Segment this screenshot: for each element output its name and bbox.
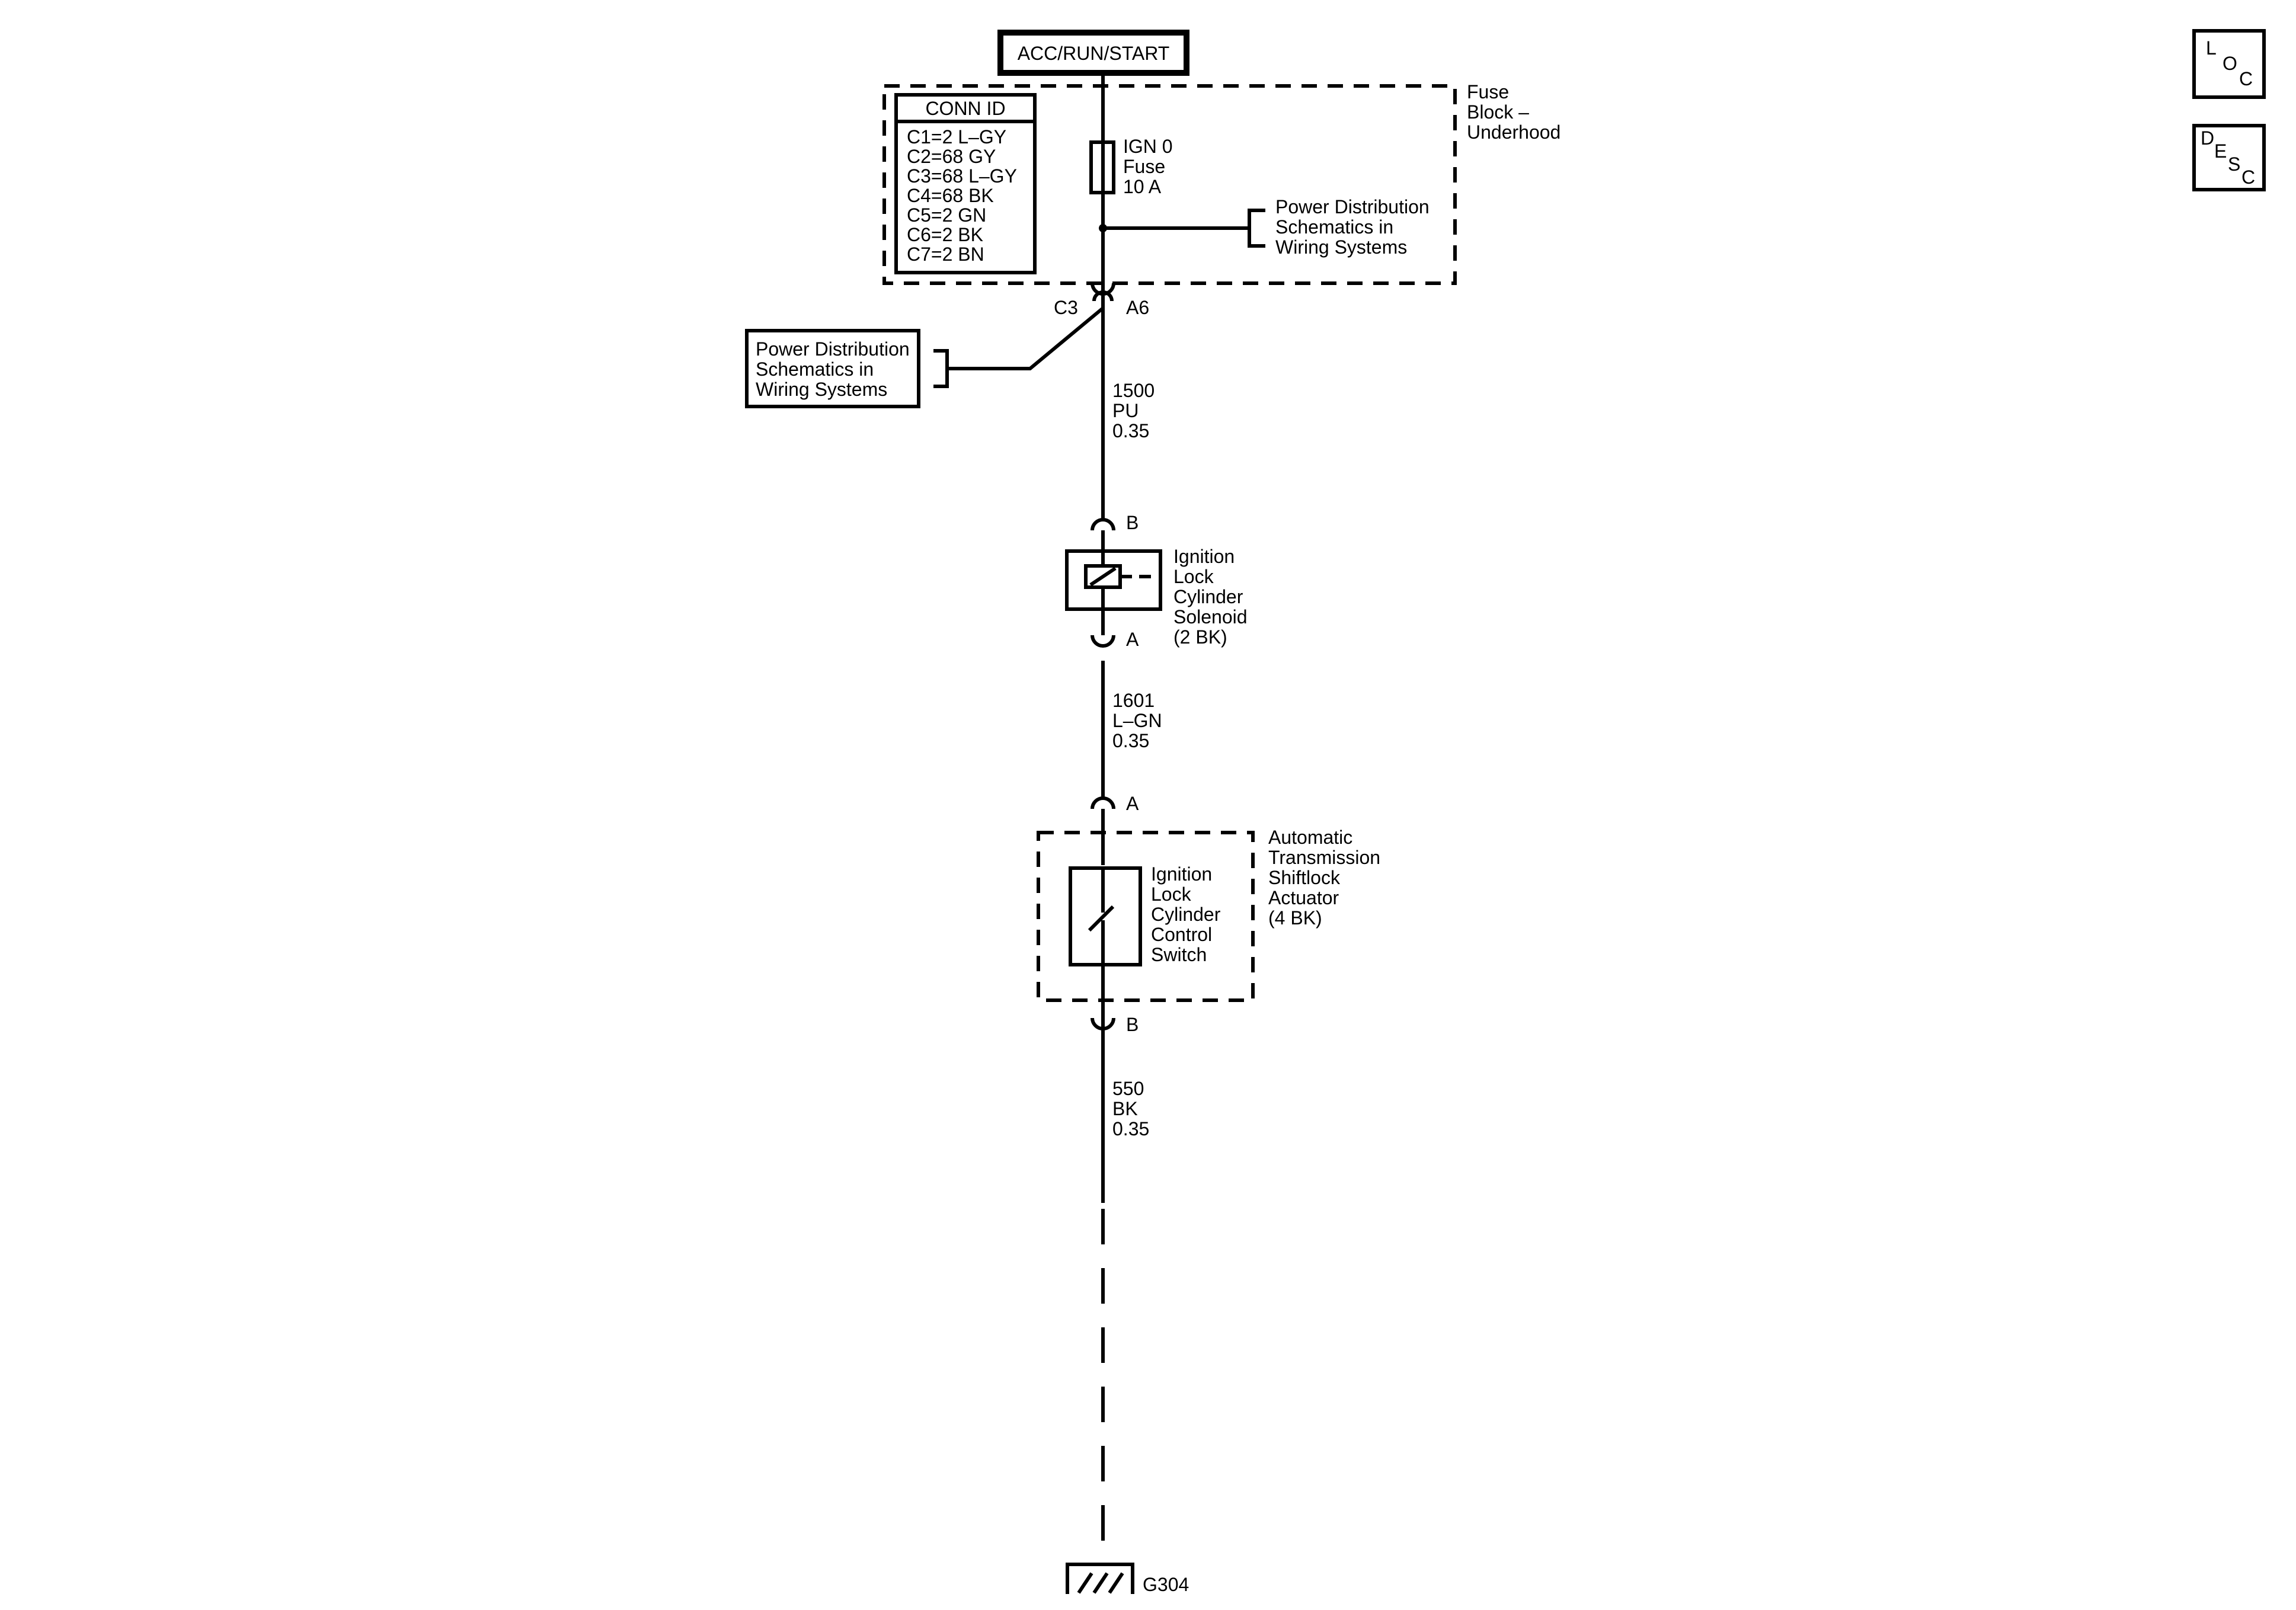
actuator-pin-a: A [1126,793,1139,814]
connector-c3-label: C3 [1054,297,1078,318]
solenoid-label: Ignition Lock Cylinder Solenoid (2 BK) [1173,546,1252,648]
actuator-connector-a: A [1091,793,1139,830]
left-ref-label: Power Distribution Schematics in Wiring … [756,338,915,400]
conn-id-rows: C1=2 L–GY C2=68 GY C3=68 L–GY C4=68 BK C… [907,126,1022,265]
fuse-block-ref-label: Power Distribution Schematics in Wiring … [1275,196,1435,258]
svg-text:C: C [2239,68,2253,89]
shiftlock-actuator: Automatic Transmission Shiftlock Actuato… [1037,827,1386,1002]
power-source-box: ACC/RUN/START [997,30,1189,76]
connector-c3: C3 A6 [1054,283,1149,320]
ground-g304: G304 [1066,1563,1189,1595]
svg-text:L: L [2206,37,2217,59]
actuator-label: Automatic Transmission Shiftlock Actuato… [1268,827,1386,929]
svg-text:E: E [2214,140,2227,162]
ground-label: G304 [1143,1574,1189,1595]
wire-1601-label: 1601 L–GN 0.35 [1112,690,1167,751]
solenoid-connector-a: A [1091,609,1139,650]
fuse-block: Fuse Block – Underhood CONN ID C1=2 L–GY… [882,81,1560,285]
connector-a6-label: A6 [1126,297,1149,318]
desc-button[interactable]: D E S C [2192,124,2266,191]
svg-text:O: O [2223,53,2237,74]
actuator-pin-b: B [1126,1014,1139,1035]
switch-label: Ignition Lock Cylinder Control Switch [1151,863,1226,965]
wire-1500-label: 1500 PU 0.35 [1112,380,1160,441]
solenoid-pin-a: A [1126,629,1139,650]
power-source-label: ACC/RUN/START [1018,43,1170,64]
loc-button[interactable]: L O C [2192,29,2266,99]
actuator-connector-b: B [1091,965,1139,1035]
wire-550-label: 550 BK 0.35 [1112,1078,1149,1140]
svg-text:D: D [2201,127,2214,149]
ignition-lock-control-switch: Ignition Lock Cylinder Control Switch [1069,863,1226,966]
ignition-lock-solenoid: Ignition Lock Cylinder Solenoid (2 BK) [1065,546,1252,648]
svg-text:S: S [2228,153,2240,175]
solenoid-pin-b: B [1126,512,1139,533]
conn-id-title: CONN ID [925,98,1005,119]
svg-text:C: C [2241,167,2255,188]
left-reference: Power Distribution Schematics in Wiring … [745,306,1104,408]
fuse-block-name: Fuse Block – Underhood [1467,81,1560,143]
conn-id-table: CONN ID C1=2 L–GY C2=68 GY C3=68 L–GY C4… [894,93,1037,274]
solenoid-connector-b: B [1091,512,1139,548]
fuse-label: IGN 0 Fuse 10 A [1123,136,1178,197]
